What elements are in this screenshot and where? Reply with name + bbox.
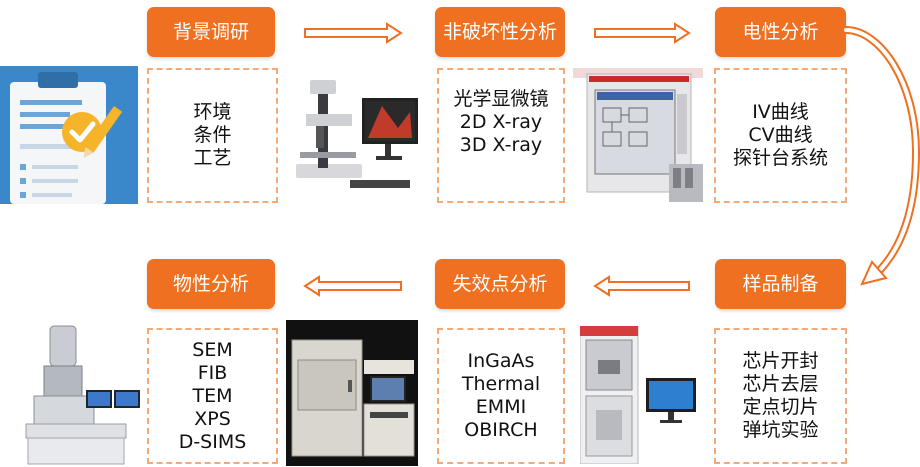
failure-analysis-station-image <box>286 320 418 466</box>
semiconductor-analyzer-image <box>573 68 703 202</box>
step-background-box: 环境 条件 工艺 <box>147 68 278 203</box>
step-physical-box: SEM FIB TEM XPS D-SIMS <box>147 328 278 464</box>
list-item: 弹坑实验 <box>742 419 819 441</box>
list-item: OBIRCH <box>464 419 538 441</box>
step-sample-prep-title: 样品制备 <box>715 259 846 309</box>
step-nondestructive-title: 非破坏性分析 <box>435 7 565 57</box>
list-item: 工艺 <box>193 147 232 169</box>
list-item: 条件 <box>193 124 232 146</box>
list-item: 定点切片 <box>742 396 819 418</box>
list-item: 芯片开封 <box>742 350 819 372</box>
list-item: Thermal <box>461 373 541 395</box>
list-item: 探针台系统 <box>732 147 828 169</box>
list-item: TEM <box>192 384 233 407</box>
arrow-right-icon <box>304 22 403 44</box>
list-item: 光学显微镜 <box>453 88 549 110</box>
optical-microscope-image <box>296 80 418 188</box>
list-item: InGaAs <box>467 350 535 372</box>
list-item: SEM <box>192 338 233 361</box>
laser-decap-machine-image <box>580 326 696 464</box>
clipboard-icon <box>0 66 138 204</box>
list-item: CV曲线 <box>748 124 813 146</box>
list-item: 环境 <box>193 101 232 123</box>
step-nondestructive-box: 光学显微镜 2D X-ray 3D X-ray <box>437 68 565 203</box>
electron-microscope-image <box>25 325 140 465</box>
list-item: IV曲线 <box>752 101 809 123</box>
step-electrical-box: IV曲线 CV曲线 探针台系统 <box>714 68 847 203</box>
list-item: EMMI <box>475 396 527 418</box>
curved-arrow-icon <box>842 26 920 286</box>
list-item: 3D X-ray <box>459 134 543 156</box>
arrow-right-icon <box>594 22 691 44</box>
step-background-title: 背景调研 <box>147 7 275 57</box>
step-physical-title: 物性分析 <box>147 259 275 309</box>
list-item: XPS <box>194 407 231 430</box>
list-item: FIB <box>197 361 228 384</box>
step-electrical-title: 电性分析 <box>715 7 846 57</box>
arrow-left-icon <box>303 275 402 297</box>
list-item: 芯片去层 <box>742 373 819 395</box>
list-item: D-SIMS <box>178 430 247 453</box>
step-failure-point-title: 失效点分析 <box>435 259 565 309</box>
arrow-left-icon <box>593 275 690 297</box>
list-item: 2D X-ray <box>459 111 543 133</box>
step-sample-prep-box: 芯片开封 芯片去层 定点切片 弹坑实验 <box>714 328 847 464</box>
step-failure-point-box: InGaAs Thermal EMMI OBIRCH <box>437 328 565 464</box>
